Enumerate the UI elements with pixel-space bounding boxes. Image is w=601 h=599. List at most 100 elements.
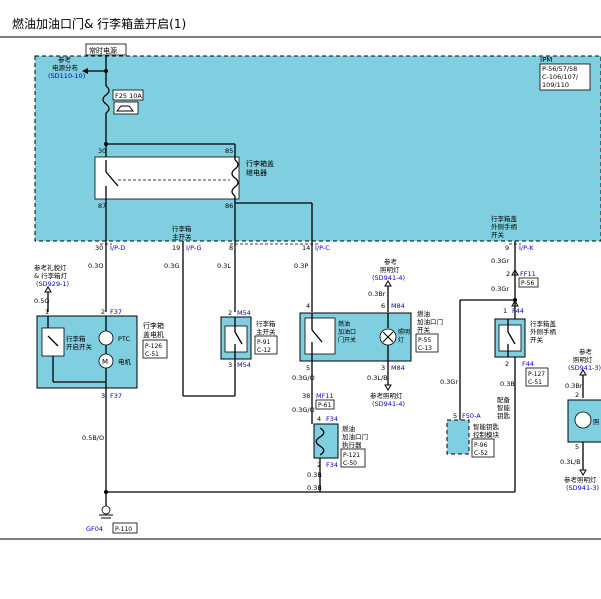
junction-dot — [104, 69, 108, 73]
wire-label: 0.5B/O — [82, 434, 104, 442]
outer-pin-1: 1 — [503, 307, 507, 315]
power-dist-code: (SD110-10) — [48, 72, 85, 80]
mf11-ref-box — [315, 399, 335, 410]
motor-inner-switch — [47, 335, 59, 347]
fuel-label-2: 加油口门 — [417, 317, 443, 326]
ff11-name: FF11 — [520, 270, 536, 278]
mirror-ref-2: & 行李箱灯 — [34, 271, 68, 280]
fuse-icon-box — [113, 101, 139, 115]
smart-side-note-2: 智能 — [497, 403, 511, 412]
actuator-ref-2: C-50 — [343, 460, 357, 467]
actuator-ref-box — [340, 448, 366, 468]
wire-label: 0.3Br — [368, 290, 386, 298]
ipm-label: IPM — [540, 56, 552, 64]
mf11-pin: 38 — [302, 392, 310, 400]
ipm-ref-box — [539, 63, 591, 91]
light-right2-code: (SD941-3) — [566, 484, 599, 492]
smart-side-note-3: 钥匙 — [497, 411, 511, 420]
wire-label: 0.3G/O — [292, 374, 315, 382]
relay-pin-30: 30 — [98, 147, 106, 155]
fuel-lamp-cross — [382, 331, 394, 343]
actuator-label-3: 执行器 — [342, 440, 362, 449]
outer-pin-2: 2 — [505, 360, 509, 368]
ff11-ref: P-56 — [521, 280, 534, 287]
main-pin-3: 3 — [228, 361, 232, 369]
hot-power-label: 常时电源 — [89, 46, 117, 55]
outer-label-3: 开关 — [530, 335, 544, 344]
relay-box — [94, 156, 240, 200]
mf11-ref: P-61 — [318, 402, 331, 409]
actuator-label-1: 燃油 — [342, 424, 355, 433]
light-right2-arrow — [579, 469, 587, 476]
main-label-2: 主开关 — [256, 327, 276, 336]
light-top-ref-code: (SD941-4) — [372, 274, 405, 282]
wire-label: 0.3Gr — [491, 285, 509, 293]
motor-symbol-circle — [98, 353, 114, 369]
relay-pin-86: 86 — [225, 202, 233, 210]
wire-label: 0.3L/B — [560, 458, 581, 466]
pin-14: 14 — [302, 244, 310, 252]
wire-label: 0.3Gr — [440, 378, 458, 386]
fuel-pin-5: 5 — [306, 364, 310, 372]
relay-pin-87: 87 — [98, 202, 106, 210]
smart-box — [446, 419, 470, 455]
main-switch-label-2: 主开关 — [172, 232, 192, 241]
fuel-lamp-label-1: 照明 — [398, 329, 410, 336]
smart-ref-2: C-52 — [474, 450, 488, 457]
actuator-label-2: 加油口门 — [342, 432, 368, 441]
fuel-inner-label-1: 燃油 — [338, 320, 350, 328]
ipm-ref-3: 109/110 — [542, 81, 569, 89]
main-ref-box — [254, 335, 278, 355]
light-right-ref-1: 参考 — [579, 347, 593, 356]
ipm-box — [34, 55, 601, 242]
junction-dot — [104, 142, 108, 146]
outer-label-1: 行李箱盖 — [530, 319, 557, 328]
outer-inner-switch — [507, 331, 516, 345]
conn-ipg: I/P-G — [186, 244, 202, 252]
fuel-conn-b: M84 — [391, 364, 405, 372]
wire-label: 0.3G/O — [292, 406, 315, 414]
wire-label: 0.3B — [500, 380, 515, 388]
motor-pin-3: 3 — [101, 392, 105, 400]
fuel-conn: M84 — [391, 302, 405, 310]
light-top-ref-1: 参考 — [384, 257, 398, 266]
wire-label: 0.3B — [307, 484, 322, 492]
actuator-conn-b: F34 — [326, 461, 338, 469]
smart-ref-box — [471, 438, 495, 458]
motor-pin-2: 2 — [101, 308, 105, 316]
main-pin-2: 2 — [228, 309, 232, 317]
motor-conn-b: F37 — [110, 392, 122, 400]
fuse-symbol — [102, 85, 110, 114]
light-top-ref-2: 照明灯 — [380, 265, 400, 274]
wire-label: 0.3L/B — [367, 374, 388, 382]
motor-inner-switch-box — [41, 327, 65, 357]
smart-label-1: 智能钥匙 — [473, 422, 500, 431]
conn-ipc: I/P-C — [315, 244, 330, 252]
wire-label: 0.3B — [307, 471, 322, 479]
right-unit-label: 照 — [593, 418, 600, 426]
mirror-ref-1: 参考礼貌灯 — [34, 263, 67, 272]
motor-ref-2: C-51 — [145, 351, 159, 358]
actuator-coil — [315, 427, 325, 456]
ff11-ref-box — [518, 277, 539, 288]
main-label-1: 行李箱 — [256, 319, 276, 328]
ground-ref-box — [112, 522, 138, 534]
outer-switch-label-2: 外侧手柄 — [491, 222, 518, 231]
motor-conn: F37 — [110, 308, 122, 316]
power-dist-ref: 参考 — [58, 55, 72, 64]
motor-inner-label-1: 行李箱 — [66, 334, 86, 343]
conn-ipk: I/P-K — [519, 244, 534, 252]
fuel-inner-switch — [311, 329, 323, 343]
motor-ref-box — [142, 339, 168, 359]
fuel-label-3: 开关 — [417, 325, 431, 334]
actuator-conn: F34 — [326, 415, 338, 423]
fuel-inner-switch-box — [304, 317, 336, 355]
ptc-label: PTC — [118, 335, 131, 343]
ff11-arrow — [511, 269, 519, 276]
motor-ref-1: P-126 — [145, 343, 162, 350]
relay-coil — [231, 159, 239, 197]
wire-label: 0.3P — [294, 262, 308, 270]
motor-inner-label-2: 开启开关 — [66, 342, 93, 351]
power-dist-arrow — [82, 68, 88, 74]
